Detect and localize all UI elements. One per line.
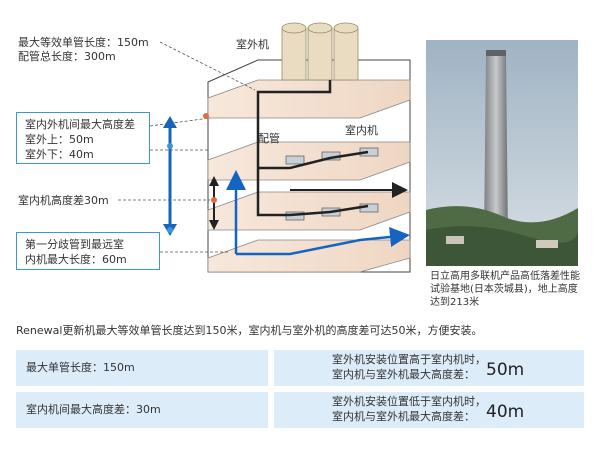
marker-dot [203,113,209,119]
outdoor-unit-label: 室外机 [236,38,269,51]
leader-lines [118,41,256,253]
test-tower-photo [426,40,578,266]
spec-cell-left: 最大单管长度：150m [16,350,268,386]
outdoor-units-icon [281,22,359,81]
indoor-height-diff-label: 室内机高度差30m [18,194,109,207]
marker-dot [167,143,173,149]
max-single-pipe-length: 最大单管长度：150m [26,361,135,374]
max-height-diff-label: 室内机与室外机最大高度差： [332,410,475,423]
top-note: 最大等效单管长度：150m 配管总长度：300m [18,36,149,64]
max-equivalent-length: 最大等效单管长度：150m [18,36,149,49]
summary-text: Renewal更新机最大等效单管长度达到150米，室内机与室外机的高度差可达50… [16,324,483,337]
photo-caption: 日立高用多联机产品高低落差性能 试验基地(日本茨城县)，地上高度 达到213米 [430,270,580,309]
max-height-diff-value: 40m [486,402,525,422]
refrigerant-piping [256,80,408,217]
indoor-unit-label: 室内机 [345,124,378,137]
spec-cell-right: 室外机安装位置高于室内机时， 室内机与室外机最大高度差： 50m [274,350,584,386]
height-difference-box: 室内外机间最大高度差 室外上：50m 室外下：40m [16,112,150,164]
height-diff-up: 室外上：50m [25,133,94,146]
floor-slabs [207,79,411,273]
branch-line2: 内机最大长度：60m [25,253,127,266]
photo-caption-line1: 日立高用多联机产品高低落差性能 [430,271,580,282]
outdoor-below-condition: 室外机安装位置低于室内机时， [332,395,486,408]
outdoor-above-condition: 室外机安装位置高于室内机时， [332,353,486,366]
spec-cell-left: 室内机间最大高度差：30m [16,392,268,428]
branch-line1: 第一分歧管到最远室 [25,238,124,251]
marker-dot [167,227,173,233]
branch-length-box: 第一分歧管到最远室 内机最大长度：60m [16,232,160,270]
spec-cell-right: 室外机安装位置低于室内机时， 室内机与室外机最大高度差： 40m [274,392,584,428]
marker-dot [211,197,217,203]
pipe-label: 配管 [258,132,280,145]
max-height-diff-value: 50m [486,360,525,380]
total-pipe-length: 配管总长度：300m [18,50,116,63]
height-diff-title: 室内外机间最大高度差 [25,118,135,131]
photo-caption-line3: 达到213米 [430,297,480,308]
height-diff-down: 室外下：40m [25,148,94,161]
max-height-diff-label: 室内机与室外机最大高度差： [332,368,475,381]
photo-caption-line2: 试验基地(日本茨城县)，地上高度 [430,284,578,295]
building-diagram [118,22,411,273]
max-indoor-height-diff: 室内机间最大高度差：30m [26,403,161,416]
spec-row-2: 室内机间最大高度差：30m 室外机安装位置低于室内机时， 室内机与室外机最大高度… [16,392,584,428]
branch-path [226,170,410,256]
spec-row-1: 最大单管长度：150m 室外机安装位置高于室内机时， 室内机与室外机最大高度差：… [16,350,584,386]
